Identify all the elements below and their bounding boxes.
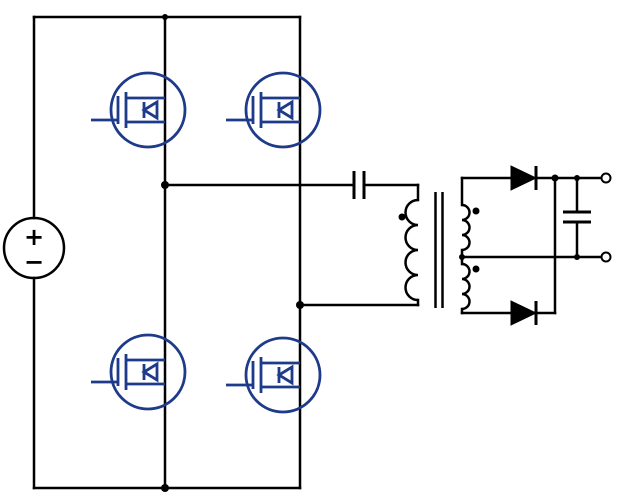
dc-source-plus-label: + — [24, 223, 44, 251]
output-terminal-top — [600, 172, 612, 184]
output-terminal-bottom — [600, 251, 612, 263]
dc-source-minus-label: − — [24, 248, 44, 276]
secondary-upper-polarity-dot — [472, 207, 480, 215]
secondary-winding-upper — [461, 203, 471, 252]
rectifier-diode-top — [510, 165, 538, 191]
dc-voltage-source: + − — [2, 216, 66, 280]
junction-dots — [161, 14, 580, 492]
mosfet-q3-icon — [89, 333, 187, 411]
primary-polarity-dot — [398, 213, 406, 221]
series-capacitor — [352, 171, 366, 199]
mosfet-q2-icon — [224, 71, 322, 149]
mosfet-q4-icon — [224, 336, 322, 414]
dc-source-circle — [2, 216, 66, 280]
secondary-lower-polarity-dot — [472, 265, 480, 273]
wiring — [32, 15, 604, 490]
mosfet-q1-icon — [89, 71, 187, 149]
output-capacitor — [563, 210, 591, 224]
rectifier-diode-bottom — [510, 300, 538, 326]
primary-winding — [404, 198, 419, 302]
secondary-winding-lower — [461, 262, 471, 311]
transformer-center-tapped — [398, 192, 480, 311]
